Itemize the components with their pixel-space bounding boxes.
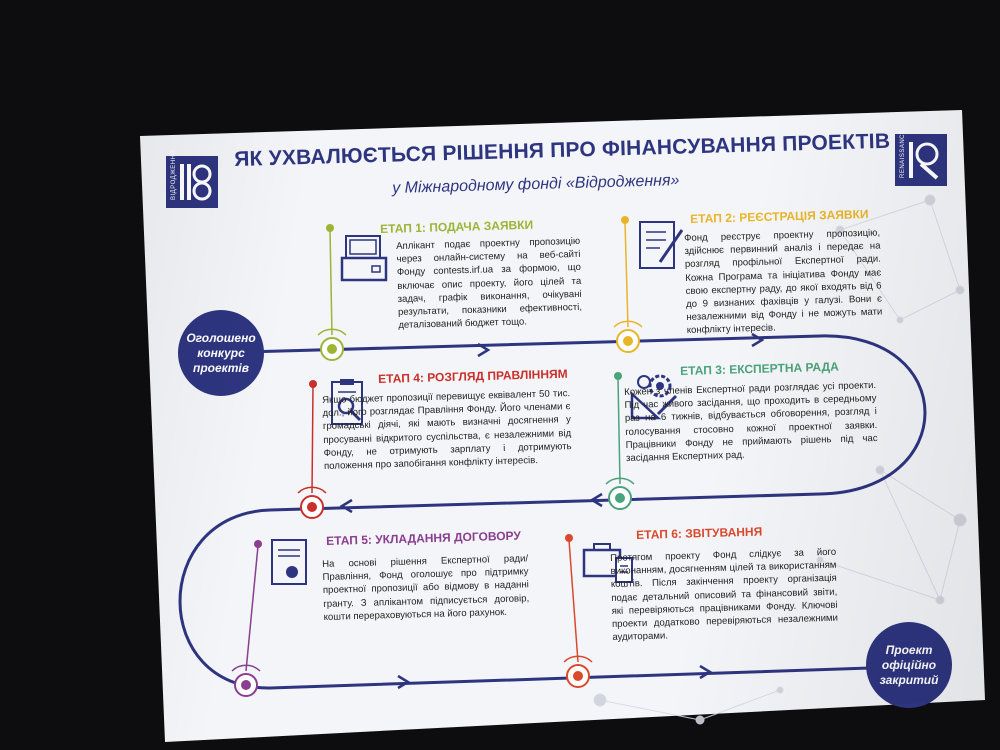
document-pen-icon [639,221,684,269]
logo-mark-icon [180,164,212,201]
stage-1-text: Аплікант подає проектну пропозицію через… [396,235,583,332]
end-circle: Проект офіційно закритий [866,622,952,708]
stage-3-text: Кожен з членів Експертної ради розглядає… [624,379,878,464]
stage-6-text: Протягом проекту Фонд слідкує за його ви… [610,546,839,644]
certificate-icon [271,539,307,585]
inbox-tray-icon [340,235,388,282]
logo-mark-icon [909,142,939,180]
gears-ruler-icon [630,374,678,420]
start-circle: Оголошено конкурс проектів [178,310,264,396]
clipboard-magnifier-icon [331,379,363,425]
start-label: Оголошено конкурс проектів [186,330,256,375]
right-logo: RENAISSANCE [895,129,947,186]
end-label: Проект офіційно закритий [879,642,939,687]
stage-4-text: Якщо бюджет пропозиції перевищує еквівал… [322,388,572,472]
briefcase-document-icon [582,543,633,583]
stage-5-text: На основі рішення Експертної ради/Правлі… [322,553,530,623]
stage-2-text: Фонд реєструє проектну пропозицію, здійс… [684,227,883,337]
left-logo: ВІДРОДЖЕННЯ [166,150,218,208]
